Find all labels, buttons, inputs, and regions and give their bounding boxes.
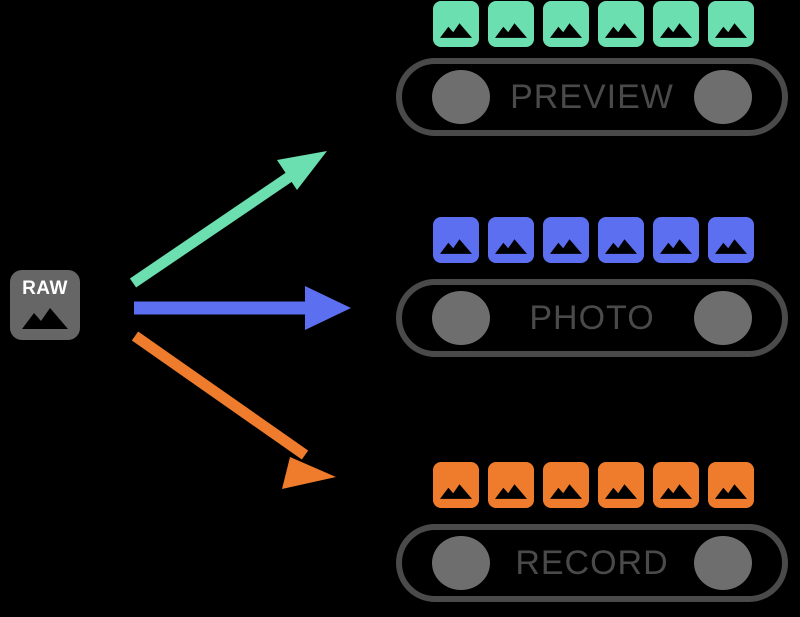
belt-roller-right <box>694 291 752 345</box>
frame-tile <box>488 1 534 47</box>
belt-roller-left <box>432 291 490 345</box>
frame-tile <box>653 1 699 47</box>
image-mountain-icon <box>550 484 582 499</box>
conveyor-belt-preview[interactable]: PREVIEW <box>396 58 788 136</box>
belt-label-preview: PREVIEW <box>510 77 674 116</box>
raw-source-label: RAW <box>22 278 68 299</box>
image-mountain-icon <box>660 239 692 254</box>
image-mountain-icon <box>550 23 582 38</box>
image-mountain-icon <box>22 308 68 329</box>
image-mountain-icon <box>440 484 472 499</box>
belt-roller-left <box>432 536 490 590</box>
image-mountain-icon <box>660 23 692 38</box>
arrow-record <box>131 331 336 489</box>
frame-tile <box>708 217 754 263</box>
frame-strip-record <box>433 462 763 508</box>
frame-tile <box>488 462 534 508</box>
image-mountain-icon <box>495 484 527 499</box>
frame-tile <box>598 462 644 508</box>
belt-roller-left <box>432 70 490 124</box>
frame-tile <box>653 462 699 508</box>
frame-strip-photo <box>433 217 763 263</box>
conveyor-belt-photo[interactable]: PHOTO <box>396 279 788 357</box>
frame-tile <box>708 1 754 47</box>
frame-tile <box>433 1 479 47</box>
belt-label-photo: PHOTO <box>529 298 655 337</box>
raw-source-node: RAW <box>10 270 80 340</box>
frame-tile <box>543 1 589 47</box>
image-mountain-icon <box>495 23 527 38</box>
image-mountain-icon <box>715 23 747 38</box>
image-mountain-icon <box>605 239 637 254</box>
frame-tile <box>598 1 644 47</box>
frame-tile <box>488 217 534 263</box>
image-mountain-icon <box>660 484 692 499</box>
image-mountain-icon <box>440 239 472 254</box>
frame-tile <box>543 462 589 508</box>
belt-roller-right <box>694 536 752 590</box>
belt-label-record: RECORD <box>515 543 669 582</box>
arrow-photo <box>134 286 351 330</box>
image-mountain-icon <box>605 484 637 499</box>
frame-tile <box>433 217 479 263</box>
arrow-preview <box>129 151 327 288</box>
frame-strip-preview <box>433 1 763 47</box>
frame-tile <box>598 217 644 263</box>
image-mountain-icon <box>495 239 527 254</box>
image-mountain-icon <box>715 484 747 499</box>
frame-tile <box>653 217 699 263</box>
frame-tile <box>543 217 589 263</box>
conveyor-belt-record[interactable]: RECORD <box>396 524 788 602</box>
frame-tile <box>708 462 754 508</box>
image-mountain-icon <box>605 23 637 38</box>
image-mountain-icon <box>550 239 582 254</box>
image-mountain-icon <box>440 23 472 38</box>
belt-roller-right <box>694 70 752 124</box>
frame-tile <box>433 462 479 508</box>
image-mountain-icon <box>715 239 747 254</box>
